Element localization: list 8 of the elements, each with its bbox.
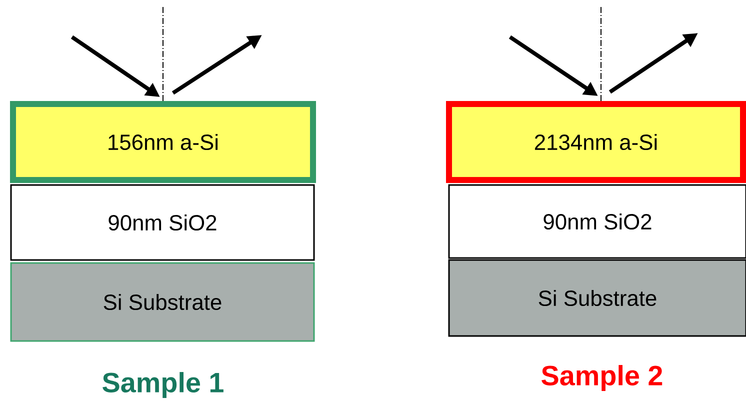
sample-label: Sample 1	[102, 372, 224, 398]
layer-box: Si Substrate	[448, 259, 746, 337]
layer-box: 90nm SiO2	[448, 184, 746, 259]
layer-box: 90nm SiO2	[10, 184, 315, 261]
layer-box: Si Substrate	[10, 262, 315, 342]
layer-box: 156nm a-Si	[10, 101, 316, 183]
sample-label: Sample 2	[542, 365, 662, 391]
layer-box: 2134nm a-Si	[446, 101, 746, 183]
